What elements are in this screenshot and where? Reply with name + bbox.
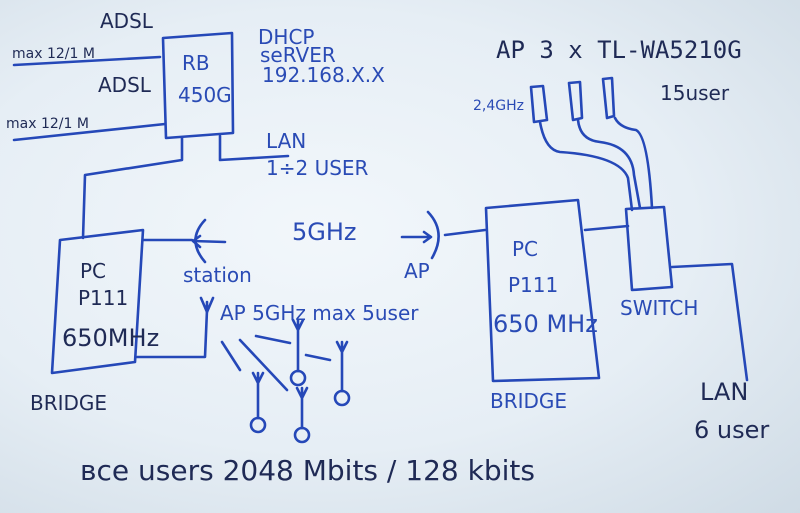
dhcp-server-label: seRVER [260,43,336,67]
station-dish: station [141,218,252,287]
router-label-2: 450G [178,83,232,107]
ap-5ghz-cluster: AP 5GHz max 5user [199,296,419,444]
bridge-right-line1: PC [512,237,538,261]
adsl-label-2: ADSL [98,73,152,97]
switch-lan-label: LAN [700,378,748,406]
router-lan: LAN 1÷2 USER [218,129,369,180]
switch: SWITCH [583,205,698,320]
router-rb450g: RB 450G [161,31,235,140]
ap-5ghz-antenna-icon [199,296,215,314]
adsl-uplink-1: ADSL max 12/1 M [12,9,162,67]
ap-24ghz-unit-3 [601,76,616,120]
dhcp-server-note: DHCP seRVER 192.168.X.X [258,25,385,87]
bridge-right-caption: BRIDGE [490,389,567,413]
ap-24ghz-title: AP 3 x TL-WA5210G [496,36,742,64]
client-antenna-icon [291,318,305,373]
ap-5ghz-label: AP 5GHz max 5user [220,301,419,325]
router-to-bridge-cable [81,136,184,240]
switch-label: SWITCH [620,296,698,320]
ap-24ghz-group: AP 3 x TL-WA5210G 2,4GHz 15user [473,36,742,212]
link-band-label: 5GHz [292,218,357,246]
adsl-label-1: ADSL [100,9,154,33]
switch-lan: LAN 6 user [670,262,769,444]
router-lan-users: 1÷2 USER [266,156,369,180]
ap-24ghz-unit-1 [529,84,549,124]
adsl-uplink-2: ADSL max 12/1 M [6,73,167,142]
wireless-link-arrow [220,340,242,372]
dhcp-label: DHCP [258,25,314,49]
station-label: station [183,263,252,287]
client-antenna-icon [335,340,349,393]
ap-dish: AP [400,210,487,283]
bridge-left-pc: PC P111 650MHz BRIDGE [30,228,159,415]
ap-24ghz-band: 2,4GHz [473,98,524,114]
wireless-link-arrow [238,338,289,392]
client-antenna-icon [295,386,309,430]
bridge-right-line2: P111 [508,273,558,297]
ap-24ghz-unit-2 [567,80,584,122]
client-antenna-icon [251,371,265,420]
bridge-left-line1: PC [80,259,106,283]
client-device-icon [289,369,307,387]
ap-5ghz-clients [220,318,351,444]
client-device-icon [333,389,351,407]
client-device-icon [293,426,311,444]
bridge-right-pc: PC P111 650 MHz BRIDGE [484,198,601,413]
router-lan-label: LAN [266,129,306,153]
adsl-speed-2: max 12/1 M [6,116,89,132]
wireless-link-arrow [304,353,332,362]
footer-summary: всe users 2048 Mbits / 128 kbits [80,454,535,487]
router-label-1: RB [182,51,210,75]
switch-lan-users: 6 user [694,416,769,444]
ap-dish-label: AP [404,259,430,283]
client-device-icon [249,416,267,434]
ap-24ghz-users: 15user [660,81,730,105]
wireless-link-arrow [254,334,292,345]
dhcp-ip-range: 192.168.X.X [262,63,385,87]
bridge-right-line3: 650 MHz [493,310,598,338]
adsl-speed-1: max 12/1 M [12,46,95,62]
bridge-left-line3: 650MHz [62,324,159,352]
bridge-left-caption: BRIDGE [30,391,107,415]
bridge-to-ap5-cable [135,308,209,359]
bridge-left-line2: P111 [78,286,128,310]
